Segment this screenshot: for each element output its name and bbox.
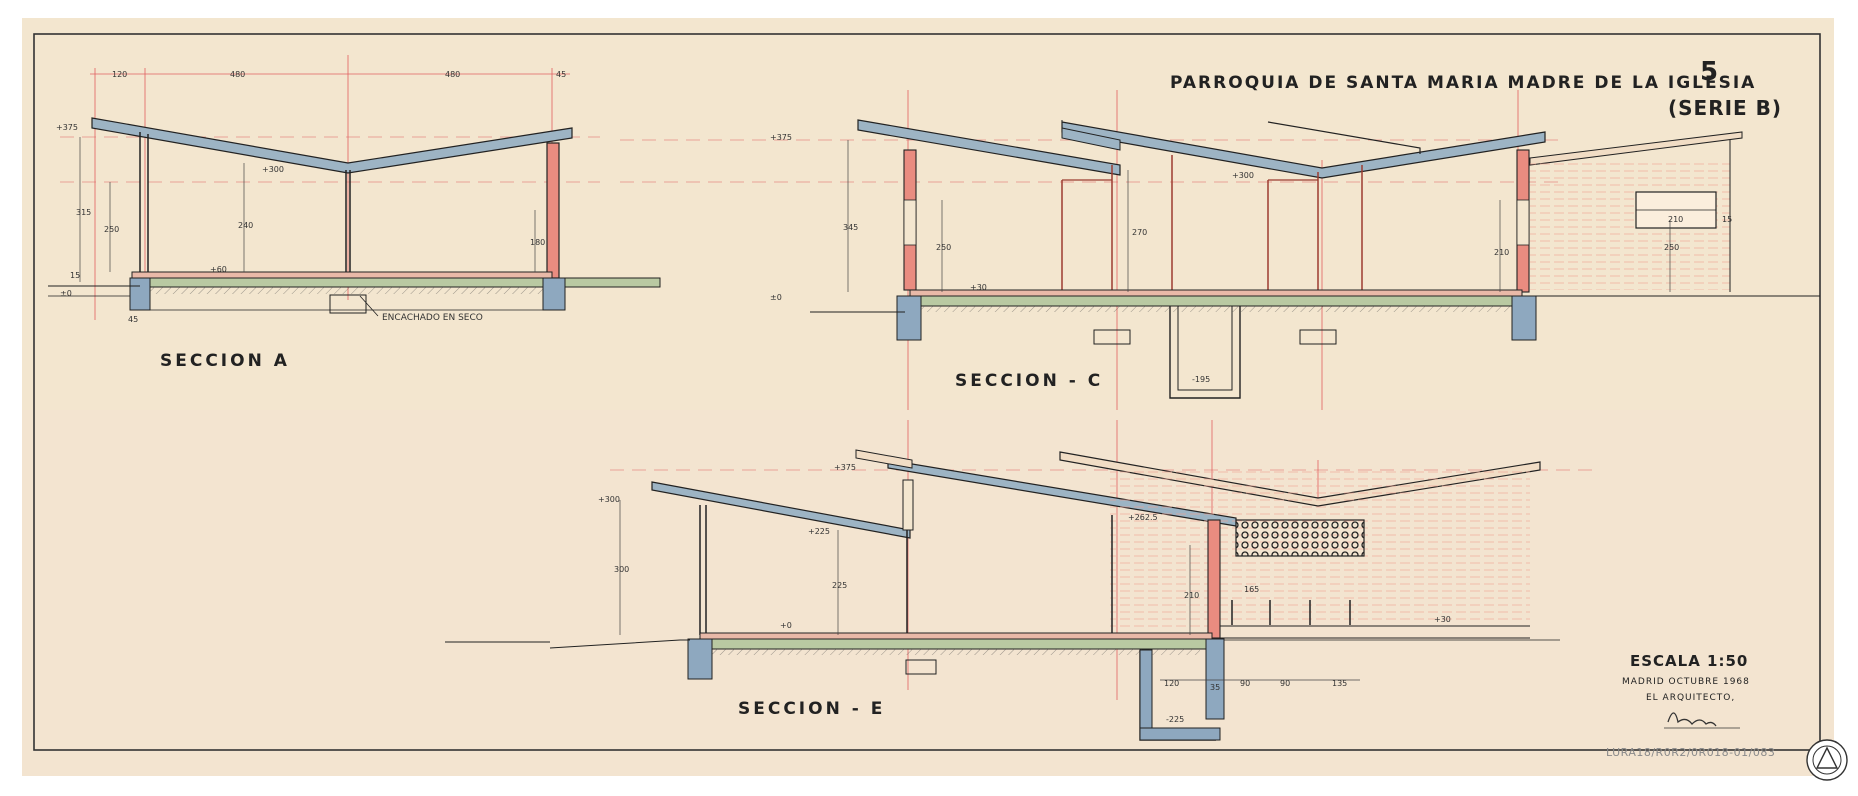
level-e-225: +225 <box>808 527 830 536</box>
level-c-0: ±0 <box>770 293 782 302</box>
dim-e-90-1: 90 <box>1240 679 1250 688</box>
vert-c-210: 210 <box>1494 248 1509 257</box>
window-dim-15: 15 <box>1722 215 1732 224</box>
paper-fold-tone <box>22 410 1834 776</box>
level-e-0: +0 <box>780 621 792 630</box>
date-line: MADRID OCTUBRE 1968 <box>1622 677 1750 687</box>
series-label: (SERIE B) <box>1668 96 1782 120</box>
window-dim-210: 210 <box>1668 215 1683 224</box>
signature-block: ESCALA 1:50 MADRID OCTUBRE 1968 EL ARQUI… <box>1622 652 1750 729</box>
lattice-screen <box>1235 519 1365 557</box>
vert-a-45: 45 <box>128 315 138 324</box>
section-a-label: SECCION A <box>160 351 290 371</box>
level-a-60: +60 <box>210 265 227 274</box>
sheet-border <box>33 33 1821 751</box>
scale-label: ESCALA 1:50 <box>1630 652 1748 670</box>
section-e-label: SECCION - E <box>738 699 885 719</box>
vert-a-180: 180 <box>530 238 545 247</box>
vert-c-270: 270 <box>1132 228 1147 237</box>
level-e-30: +30 <box>1434 615 1451 624</box>
level-a-0: ±0 <box>60 289 72 298</box>
architect-signature <box>1667 712 1717 727</box>
note-encachado: ENCACHADO EN SECO <box>382 313 483 323</box>
project-title: PARROQUIA DE SANTA MARIA MADRE DE LA IGL… <box>1170 73 1756 93</box>
dim-e-35: 35 <box>1210 683 1220 692</box>
level-c-195: -195 <box>1192 375 1210 384</box>
architect-label: EL ARQUITECTO, <box>1646 693 1735 703</box>
dim-a-480-1: 480 <box>230 70 245 79</box>
vert-e-225: 225 <box>832 581 847 590</box>
level-a-300: +300 <box>262 165 284 174</box>
section-a: 120 480 480 45 +375 +300 +60 ±0 315 250 … <box>48 55 661 371</box>
vert-e-300: 300 <box>614 565 629 574</box>
vert-a-315: 315 <box>76 208 91 217</box>
level-e-300: +300 <box>598 495 620 504</box>
archive-code: LURA18/R0R2/0R018-01/083 <box>1606 746 1775 759</box>
level-c-300: +300 <box>1232 171 1254 180</box>
vert-e-165: 165 <box>1244 585 1259 594</box>
level-e-375: +375 <box>834 463 856 472</box>
section-c: +375 +300 +30 ±0 -195 345 250 270 210 25… <box>620 90 1820 410</box>
vert-a-240: 240 <box>238 221 253 230</box>
level-e-225b: -225 <box>1166 715 1184 724</box>
vert-e-210: 210 <box>1184 591 1199 600</box>
vert-c-250: 250 <box>936 243 951 252</box>
dim-e-135: 135 <box>1332 679 1347 688</box>
archive-seal-icon <box>1806 739 1848 781</box>
vert-c-345: 345 <box>843 223 858 232</box>
sheet-number: 5 <box>1700 57 1718 87</box>
dim-e-120: 120 <box>1164 679 1179 688</box>
vert-a-250: 250 <box>104 225 119 234</box>
level-a-375: +375 <box>56 123 78 132</box>
dim-a-45: 45 <box>556 70 566 79</box>
vert-c-250b: 250 <box>1664 243 1679 252</box>
section-c-label: SECCION - C <box>955 371 1103 391</box>
section-e: +375 +300 +225 +262.5 +0 +30 -225 300 22… <box>445 420 1600 741</box>
level-e-2625: +262.5 <box>1128 513 1158 522</box>
dim-a-480-2: 480 <box>445 70 460 79</box>
level-c-30: +30 <box>970 283 987 292</box>
vert-a-15: 15 <box>70 271 80 280</box>
dim-e-90-2: 90 <box>1280 679 1290 688</box>
dim-a-120: 120 <box>112 70 127 79</box>
level-c-375: +375 <box>770 133 792 142</box>
